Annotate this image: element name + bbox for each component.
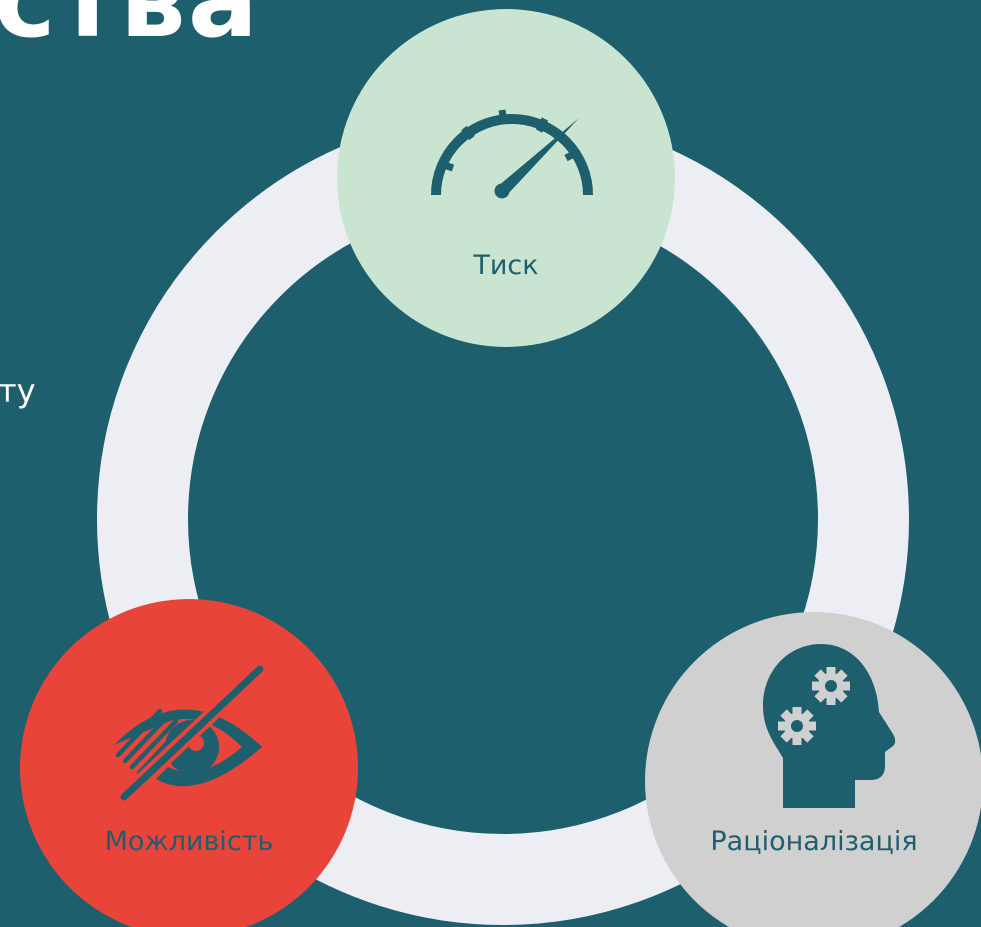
node-label: Раціоналізація [710, 826, 918, 857]
node-label: Можливість [104, 826, 274, 857]
eye-crossed-icon [114, 663, 268, 803]
speedometer-icon [431, 109, 593, 199]
slide-title: ства [0, 0, 260, 61]
body-text-fragment: ту [0, 372, 36, 410]
head-gears-icon [763, 644, 895, 808]
node-rationalization: Раціоналізація [645, 612, 981, 927]
node-pressure: Тиск [337, 9, 675, 347]
node-opportunity: Можливість [20, 599, 358, 927]
node-label: Тиск [473, 250, 539, 281]
